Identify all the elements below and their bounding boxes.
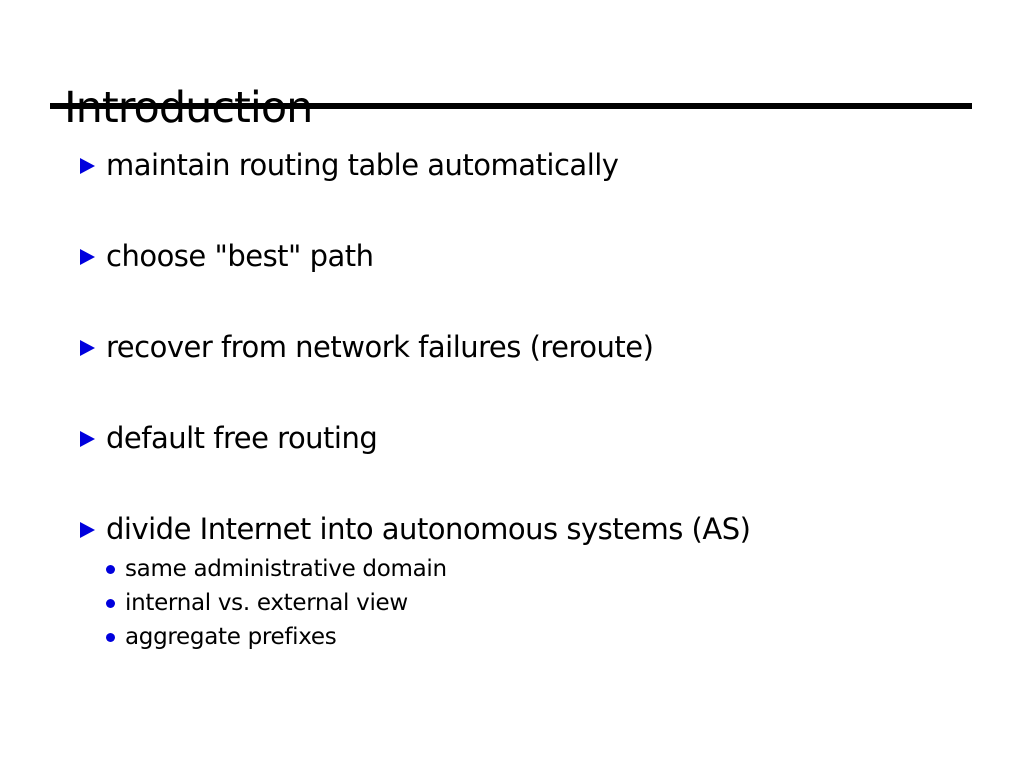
- list-item: divide Internet into autonomous systems …: [80, 512, 994, 547]
- sub-bullet-label: aggregate prefixes: [125, 624, 337, 650]
- bullet-label: recover from network failures (reroute): [106, 330, 654, 364]
- sub-list-item: internal vs. external view: [106, 589, 994, 618]
- list-item: maintain routing table automatically: [80, 148, 994, 183]
- dot-bullet-icon: [106, 599, 115, 608]
- bullet-list: maintain routing table automatically cho…: [80, 148, 994, 657]
- list-item-group: divide Internet into autonomous systems …: [80, 512, 994, 652]
- triangle-bullet-icon: [80, 431, 95, 447]
- triangle-bullet-icon: [80, 249, 95, 265]
- list-item: recover from network failures (reroute): [80, 330, 994, 365]
- bullet-label: choose "best" path: [106, 239, 374, 273]
- sub-bullet-list: same administrative domain internal vs. …: [80, 555, 994, 652]
- title-underline: [50, 103, 972, 109]
- bullet-label: divide Internet into autonomous systems …: [106, 512, 751, 546]
- sub-list-item: same administrative domain: [106, 555, 994, 584]
- sub-list-item: aggregate prefixes: [106, 623, 994, 652]
- sub-bullet-label: internal vs. external view: [125, 590, 408, 616]
- bullet-label: default free routing: [106, 421, 378, 455]
- bullet-label: maintain routing table automatically: [106, 148, 619, 182]
- triangle-bullet-icon: [80, 522, 95, 538]
- list-item: default free routing: [80, 421, 994, 456]
- dot-bullet-icon: [106, 565, 115, 574]
- dot-bullet-icon: [106, 633, 115, 642]
- triangle-bullet-icon: [80, 158, 95, 174]
- sub-bullet-label: same administrative domain: [125, 556, 447, 582]
- list-item: choose "best" path: [80, 239, 994, 274]
- triangle-bullet-icon: [80, 340, 95, 356]
